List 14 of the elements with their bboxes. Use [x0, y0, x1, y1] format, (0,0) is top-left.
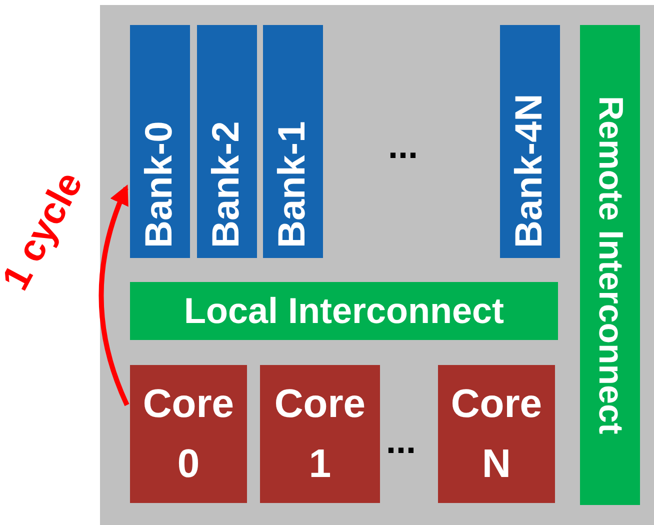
core-box: Core 0: [130, 365, 247, 503]
memory-bank: Bank-4N: [500, 25, 560, 258]
ellipsis: ...: [388, 125, 418, 167]
core-box: Core 1: [260, 365, 380, 503]
arrow: [98, 184, 130, 406]
memory-bank: Bank-0: [130, 25, 190, 258]
memory-bank: Bank-2: [197, 25, 257, 258]
chip-panel: [100, 5, 654, 525]
interconnect-bar: Remote Interconnect: [580, 25, 640, 505]
edge-label: 1 cycle: [0, 165, 92, 298]
interconnect-bar: Local Interconnect: [130, 282, 558, 340]
ellipsis: ...: [386, 420, 416, 462]
memory-bank: Bank-1: [263, 25, 323, 258]
core-box: Core N: [438, 365, 555, 503]
